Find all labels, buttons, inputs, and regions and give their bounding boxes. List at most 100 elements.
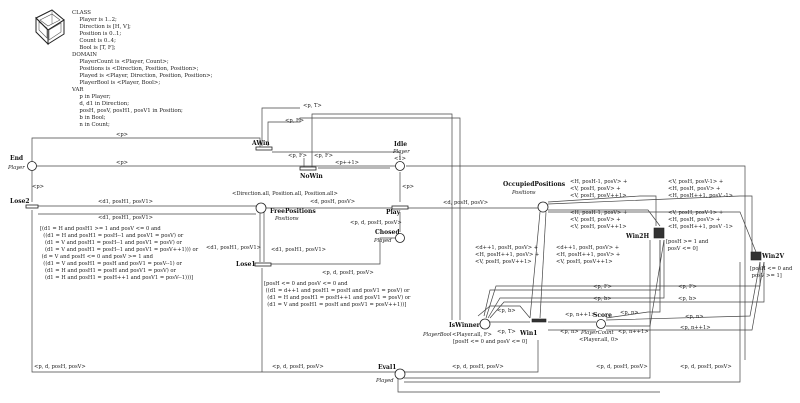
arc-label: <p, d, posH, posV> — [452, 364, 504, 370]
arc-label: <p, n++1> — [680, 325, 711, 331]
place-idle[interactable] — [395, 161, 405, 171]
place-iswinner-marking: <Player.all, F> — [452, 332, 492, 338]
declaration-line: b in Bool; — [76, 115, 106, 121]
guard-lose2-line: ((d1 = V and posH1 = posH and posV1 = po… — [40, 260, 182, 267]
arc-label: <p> — [116, 132, 128, 138]
arc-label: <p, n++1> — [618, 329, 649, 335]
guard-lose1-line: (d1 = H and posH1 = posH++1 and posV1 = … — [264, 294, 411, 301]
declaration-line: PlayerCount is <Player, Count>; — [76, 59, 169, 65]
arc-label: <V, posH, posV> + — [570, 217, 621, 223]
declaration-line: Positions is <Direction, Position, Posit… — [76, 66, 199, 72]
place-occupied-name: OccupiedPositions — [503, 181, 566, 188]
transition-nowin[interactable] — [299, 166, 317, 171]
arc-nowin-top — [311, 113, 453, 320]
guard-lose1-line: (d1 = V and posH1 = posH and posV1 = pos… — [264, 301, 406, 308]
arc-lose2-eval — [31, 210, 396, 373]
arc-occ-win1-2 — [539, 211, 547, 319]
place-is-winner[interactable] — [479, 318, 491, 330]
arc-label: <H, posH++1, posV> + — [475, 252, 539, 258]
place-occupied-positions[interactable] — [537, 201, 549, 213]
arc-score-win2h — [605, 240, 661, 319]
arc-eval-win2v — [404, 262, 741, 383]
arc-label: <p> — [402, 184, 414, 190]
transition-lose1[interactable] — [254, 262, 272, 267]
declaration-line: DOMAIN — [72, 52, 97, 58]
arc-label: <d1, posH1, posV1> — [271, 247, 326, 253]
place-idle-marking: <1> — [394, 156, 406, 162]
arc-label: <V, posH, posV> + — [570, 186, 621, 192]
arc-occ-win1-1 — [529, 211, 541, 319]
transition-win1[interactable] — [531, 318, 547, 323]
arc-score-win2v — [605, 261, 761, 321]
arc-label: <p, F> — [288, 153, 307, 159]
place-score-domain: PlayerCount — [580, 330, 614, 336]
place-end[interactable] — [27, 161, 37, 171]
arc-label: <p, d, posH, posV> — [34, 364, 86, 370]
guard-lose2-line: (d1 = H and posH1 = posH++1 and posV1 = … — [40, 274, 193, 281]
declarations-block: CLASS Player is 1..2; Direction is [H, V… — [71, 10, 213, 128]
place-end-name: End — [10, 155, 24, 162]
arc-label: <p, F> — [285, 118, 304, 124]
place-chosed-name: Chosed — [375, 229, 400, 236]
place-iswinner-domain: PlayerBool — [422, 332, 452, 338]
places — [27, 161, 606, 380]
arc-label: <H, posH-1, posV> + — [570, 210, 627, 216]
guard-lose2-line: (d1 = V and posH1 = posH--1 and posV1 = … — [40, 239, 183, 246]
arc-label: <p, b> — [593, 296, 612, 302]
place-free-positions[interactable] — [255, 202, 267, 214]
cube-logo-icon — [35, 9, 65, 46]
guard-lose1-line: ((d1 = d++1 and posH1 = posH and posV1 =… — [264, 287, 410, 294]
place-score[interactable] — [596, 319, 606, 329]
guard-win2v-line: posV >= 1] — [750, 273, 782, 279]
arc-label: <H, posH++1, posV -1> — [668, 193, 733, 199]
arc-awin-top-1 — [261, 107, 300, 146]
arc-eval-bottom — [397, 378, 660, 393]
transition-win2v[interactable] — [750, 251, 762, 261]
arc-label: <d1, posH1, posV1> — [206, 245, 261, 251]
declaration-line: Player is 1..2; — [76, 17, 117, 23]
arc-label: <d1, posH1, posV1> — [98, 215, 153, 221]
place-chosed[interactable] — [395, 233, 405, 243]
transition-play-label: Play — [386, 209, 401, 216]
place-eval1[interactable] — [394, 368, 406, 380]
arc-occ-win2v-1 — [547, 195, 753, 252]
arc-label: <p, d, posH, posV> — [680, 364, 732, 370]
transition-win2v-label: Win2V — [761, 253, 784, 260]
guard-lose2-line: (d1 = V and posH1 = posH--1 and posV1 = … — [40, 246, 199, 253]
transition-lose2-label: Lose2 — [10, 198, 30, 205]
transition-win2h[interactable] — [653, 227, 665, 239]
arc-label: <p, d, posH, posV> — [350, 220, 402, 226]
arc-label: <V, posH, posV++1> — [475, 259, 532, 265]
place-chosed-domain: Played — [373, 238, 392, 244]
arc-label: <V, posH, posV-1> + — [668, 179, 723, 185]
guard-lose1-line: [posH <= 0 and posV <= 0 and — [264, 281, 348, 287]
arc-label: <p, d, posH, posV> — [596, 364, 648, 370]
guard-lose2-line: (d1 = H and posH1 = posH and posV1 = pos… — [40, 267, 177, 274]
transition-awin[interactable] — [255, 146, 273, 151]
place-free-name: FreePositions — [270, 208, 316, 215]
arcs — [31, 107, 765, 393]
declaration-line: VAR — [71, 87, 84, 93]
arc-label: <p, n> — [560, 329, 579, 335]
transition-lose1-label: Lose1 — [236, 261, 256, 268]
arc-label: <H, posH, posV> + — [668, 186, 720, 192]
arc-label: <d, posH, posV> — [443, 200, 488, 206]
transition-win2h-label: Win2H — [625, 233, 649, 240]
transition-awin-label: AWin — [251, 140, 270, 147]
arc-label: <d1, posH1, posV1> — [98, 199, 153, 205]
arc-occ-win2h-1 — [547, 195, 657, 226]
place-idle-domain: Player — [392, 149, 410, 155]
arc-label: <H, posH-1, posV> + — [570, 179, 627, 185]
arc-awin-idle — [272, 151, 401, 160]
arc-label: <V, posH, posV++1> — [556, 259, 613, 265]
arc-win2v-score — [606, 261, 765, 331]
transition-lose2[interactable] — [25, 204, 39, 209]
transition-play[interactable] — [391, 205, 409, 210]
transition-win1-label: Win1 — [519, 330, 537, 337]
declaration-line: d, d1 in Direction; — [76, 101, 129, 107]
arc-iswinner-win1-b — [477, 305, 531, 319]
arc-label: <d, posH, posV> — [310, 199, 355, 205]
arc-label: <p, b> — [678, 296, 697, 302]
arc-occ-win2h-2 — [548, 209, 661, 227]
